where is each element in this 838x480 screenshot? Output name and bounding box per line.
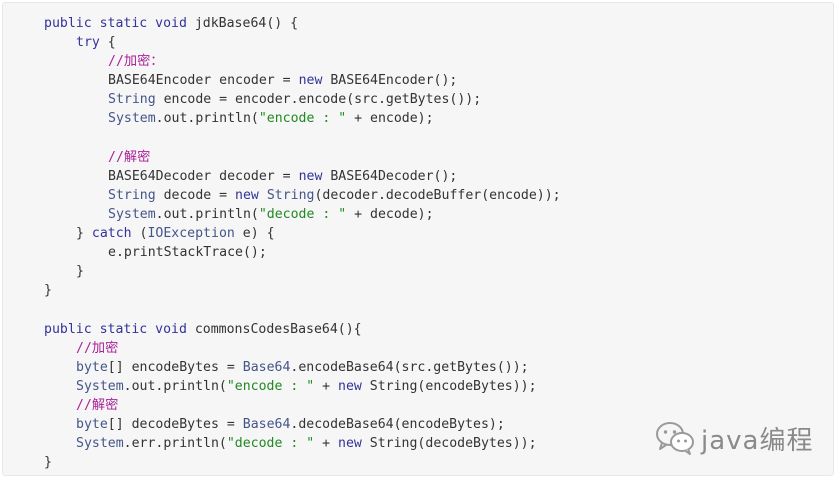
code-token: public static void [44,16,187,31]
code-token: System [76,378,124,394]
code-token: IOException [147,226,235,242]
code-block: public static void jdkBase64() {try {//加… [44,14,561,472]
code-line: //加密 [44,339,561,358]
code-token: e) { [234,226,275,242]
code-token: Base64 [242,359,291,375]
code-line: System.out.println("decode : " + decode)… [44,205,561,224]
code-token: BASE64Encoder encoder = [108,73,299,89]
code-token: } [76,264,84,280]
code-line: BASE64Decoder decoder = new BASE64Decode… [44,167,561,186]
code-token: ( [131,226,148,242]
code-token: "decode : " [226,436,315,452]
code-token: try [76,35,100,51]
code-token: new [338,378,362,394]
code-token: public static void [44,321,187,337]
code-token: new [338,436,362,452]
code-token: } [44,283,52,299]
code-token: byte [76,416,108,432]
code-line: } [44,262,561,281]
code-token: BASE64Decoder(); [322,168,458,184]
code-token: //解密 [108,149,151,165]
code-token: + [314,436,339,452]
code-token: } [44,455,52,471]
code-line: public static void commonsCodesBase64(){ [44,320,561,339]
code-token: //加密 [76,340,119,356]
wechat-icon [656,422,694,455]
code-token: .out.println( [155,206,259,222]
code-line: byte[] decodeBytes = Base64.decodeBase64… [44,415,561,434]
code-line: } [44,453,561,472]
code-token: new [298,73,323,89]
code-token: //解密 [76,397,119,413]
code-token: "decode : " [258,206,347,222]
code-token: .out.println( [155,111,259,127]
code-line: byte[] encodeBytes = Base64.encodeBase64… [44,358,561,377]
code-token: String(decodeBytes)); [361,436,537,452]
code-token: .out.println( [123,378,227,394]
code-token: (decoder.decodeBuffer(encode)); [314,187,561,203]
code-line: String encode = encoder.encode(src.getBy… [44,90,561,109]
code-token: jdkBase64() { [186,16,299,31]
code-token [259,188,267,203]
code-line: //解密 [44,148,561,167]
code-line: } catch (IOException e) { [44,224,561,243]
code-line: System.out.println("encode : " + encode)… [44,109,561,128]
code-token: [] decodeBytes = [107,416,243,432]
code-token: + decode); [346,206,434,222]
code-token: //加密： [108,54,164,70]
code-token: Base64 [242,416,291,432]
code-token: [] encodeBytes = [107,359,243,375]
code-token: "encode : " [226,378,315,394]
code-token: String [108,92,156,108]
code-line: public static void jdkBase64() { [44,14,561,33]
code-token: + encode); [346,111,434,127]
code-line: //解密 [44,396,561,415]
watermark: java编程 [655,420,813,456]
code-token: System [76,436,124,452]
code-token: .encodeBase64(src.getBytes()); [290,359,529,375]
code-line: String decode = new String(decoder.decod… [44,186,561,205]
code-token: { [99,35,116,51]
code-token: encode = encoder.encode(src.getBytes()); [155,92,482,108]
code-line: System.out.println("encode : " + new Str… [44,377,561,396]
code-line: try { [44,33,561,52]
code-line: BASE64Encoder encoder = new BASE64Encode… [44,71,561,90]
code-line: e.printStackTrace(); [44,243,561,262]
code-token: e.printStackTrace(); [108,245,267,261]
code-token: BASE64Decoder decoder = [108,168,299,184]
code-token: byte [76,359,108,375]
code-line: //加密： [44,52,561,71]
code-token: System [108,111,156,127]
code-token: decode = [155,187,236,203]
code-line: } [44,281,561,300]
code-token: System [108,206,156,222]
watermark-text: java编程 [701,425,814,456]
code-token: + [314,378,339,394]
code-token: commonsCodesBase64(){ [186,321,362,337]
code-token: BASE64Encoder(); [322,73,458,89]
code-line: ​ [44,129,561,148]
code-line: ​ [44,300,561,319]
code-token: .err.println( [123,436,227,452]
code-token: .decodeBase64(encodeBytes); [290,416,505,432]
code-token: String(encodeBytes)); [361,378,537,394]
code-token: new [235,187,259,203]
code-token: String [266,187,315,203]
code-token: } [76,226,92,242]
code-token: "encode : " [258,111,347,127]
code-line: System.err.println("decode : " + new Str… [44,434,561,453]
code-token: new [298,168,323,184]
code-token: String [108,187,156,203]
code-token: catch [91,226,132,242]
